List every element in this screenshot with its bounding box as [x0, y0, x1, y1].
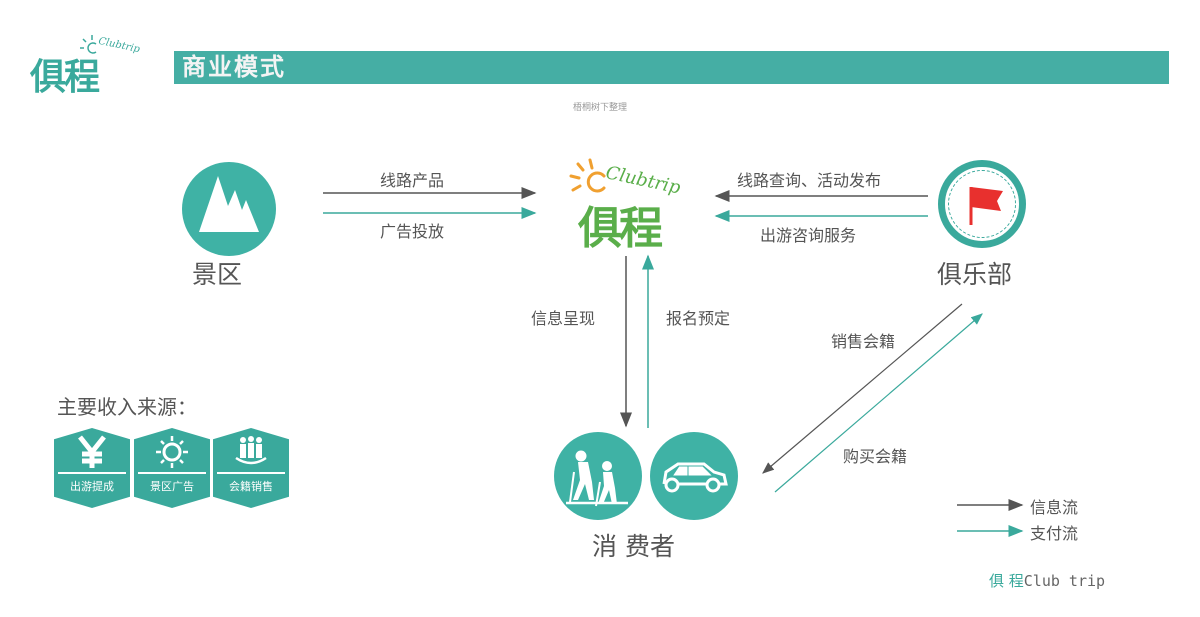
- footer-brand-en: Club trip: [1023, 572, 1106, 590]
- legend-info-label: 信息流: [1030, 498, 1079, 517]
- sun-icon: [569, 158, 606, 193]
- income-item-membership-sales: 会籍销售: [213, 428, 289, 508]
- sun-icon: [156, 436, 188, 468]
- page-subtitle: 梧桐树下整理: [572, 103, 627, 113]
- arrow-consumer-club-pay: [774, 313, 983, 493]
- center-logo: Clubtrip 俱程: [568, 156, 698, 254]
- hikers-icon: [566, 450, 628, 507]
- footer-brand-cn: 俱 程: [989, 572, 1024, 590]
- brand-logo: Clubtrip 俱程: [28, 34, 143, 98]
- page-title: 商业模式: [182, 53, 286, 81]
- club-label: 俱乐部: [937, 260, 1013, 289]
- flow-label-scenic-pay: 广告投放: [380, 222, 445, 241]
- flow-label-consumer-center-pay: 报名预定: [666, 309, 731, 328]
- income-item-label: 景区广告: [150, 480, 194, 493]
- flow-label-club-pay: 出游咨询服务: [760, 226, 857, 245]
- car-icon: [662, 462, 728, 493]
- divider: [217, 472, 285, 474]
- club-node: [938, 160, 1026, 248]
- legend-pay-label: 支付流: [1030, 524, 1079, 543]
- consumer-car-circle: [650, 432, 738, 520]
- brand-logo-main: 俱程: [30, 57, 100, 98]
- people-icon: [235, 436, 267, 465]
- scenic-node: [182, 162, 276, 256]
- flow-label-scenic-info: 线路产品: [380, 171, 445, 190]
- consumer-hikers-circle: [554, 432, 642, 520]
- arrow-club-consumer-info: [762, 303, 963, 474]
- income-item-tour-commission: 出游提成: [54, 428, 130, 508]
- consumer-label: 消 费者: [592, 532, 675, 561]
- sun-logo-icon: [80, 35, 97, 54]
- income-item-label: 出游提成: [70, 480, 114, 493]
- income-title: 主要收入来源：: [57, 395, 197, 419]
- mountain-icon: [199, 176, 259, 232]
- divider: [58, 472, 126, 474]
- yen-icon: [78, 435, 106, 468]
- divider: [138, 472, 206, 474]
- flow-label-consumer-club-pay: 购买会籍: [843, 447, 908, 466]
- page-title-bar: 商业模式: [174, 51, 1169, 84]
- income-item-label: 会籍销售: [229, 480, 273, 493]
- flag-icon: [969, 187, 1003, 225]
- flow-label-center-consumer-info: 信息呈现: [531, 309, 596, 328]
- income-item-scenic-ads: 景区广告: [134, 428, 210, 508]
- scenic-label: 景区: [192, 260, 243, 289]
- center-logo-main: 俱程: [578, 203, 663, 254]
- flow-label-club-info: 线路查询、活动发布: [737, 171, 882, 190]
- footer-brand: 俱 程Club trip: [989, 570, 1105, 591]
- flow-label-club-consumer-info: 销售会籍: [831, 332, 896, 351]
